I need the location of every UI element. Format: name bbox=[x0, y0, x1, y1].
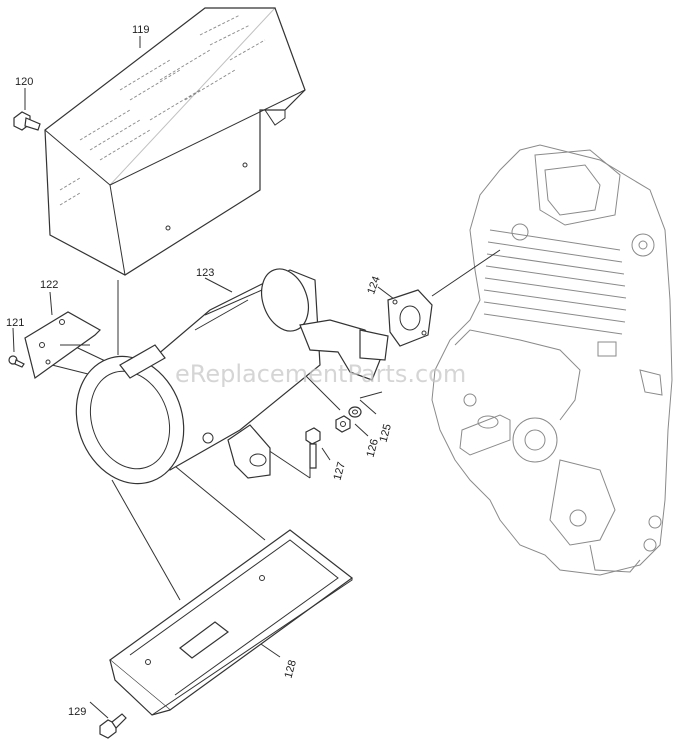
callout-123: 123 bbox=[196, 267, 214, 279]
callout-119: 119 bbox=[132, 24, 150, 36]
callout-120: 120 bbox=[15, 76, 33, 88]
tray-128 bbox=[109, 529, 354, 716]
callout-127: 127 bbox=[332, 461, 348, 482]
bracket-122 bbox=[24, 311, 101, 380]
heat-shield-119 bbox=[44, 7, 306, 276]
callout-125: 125 bbox=[378, 423, 394, 444]
watermark: eReplacementParts.com bbox=[175, 360, 466, 388]
shield-vent-slots bbox=[59, 14, 266, 206]
bolt-129 bbox=[99, 713, 127, 739]
bolt-127 bbox=[305, 427, 321, 469]
gasket-124 bbox=[387, 289, 433, 347]
callout-121: 121 bbox=[6, 317, 24, 329]
nut-125 bbox=[348, 406, 362, 418]
engine-illustration bbox=[431, 144, 673, 576]
callout-128: 128 bbox=[283, 659, 299, 680]
callout-126: 126 bbox=[365, 438, 381, 459]
nut-126 bbox=[335, 415, 351, 433]
engine-fins bbox=[483, 229, 627, 335]
screw-121 bbox=[8, 355, 25, 368]
muffler-123 bbox=[75, 268, 389, 485]
callout-124: 124 bbox=[365, 275, 383, 296]
bolt-120 bbox=[13, 111, 41, 131]
callout-129: 129 bbox=[68, 706, 86, 718]
callout-122: 122 bbox=[40, 279, 58, 291]
